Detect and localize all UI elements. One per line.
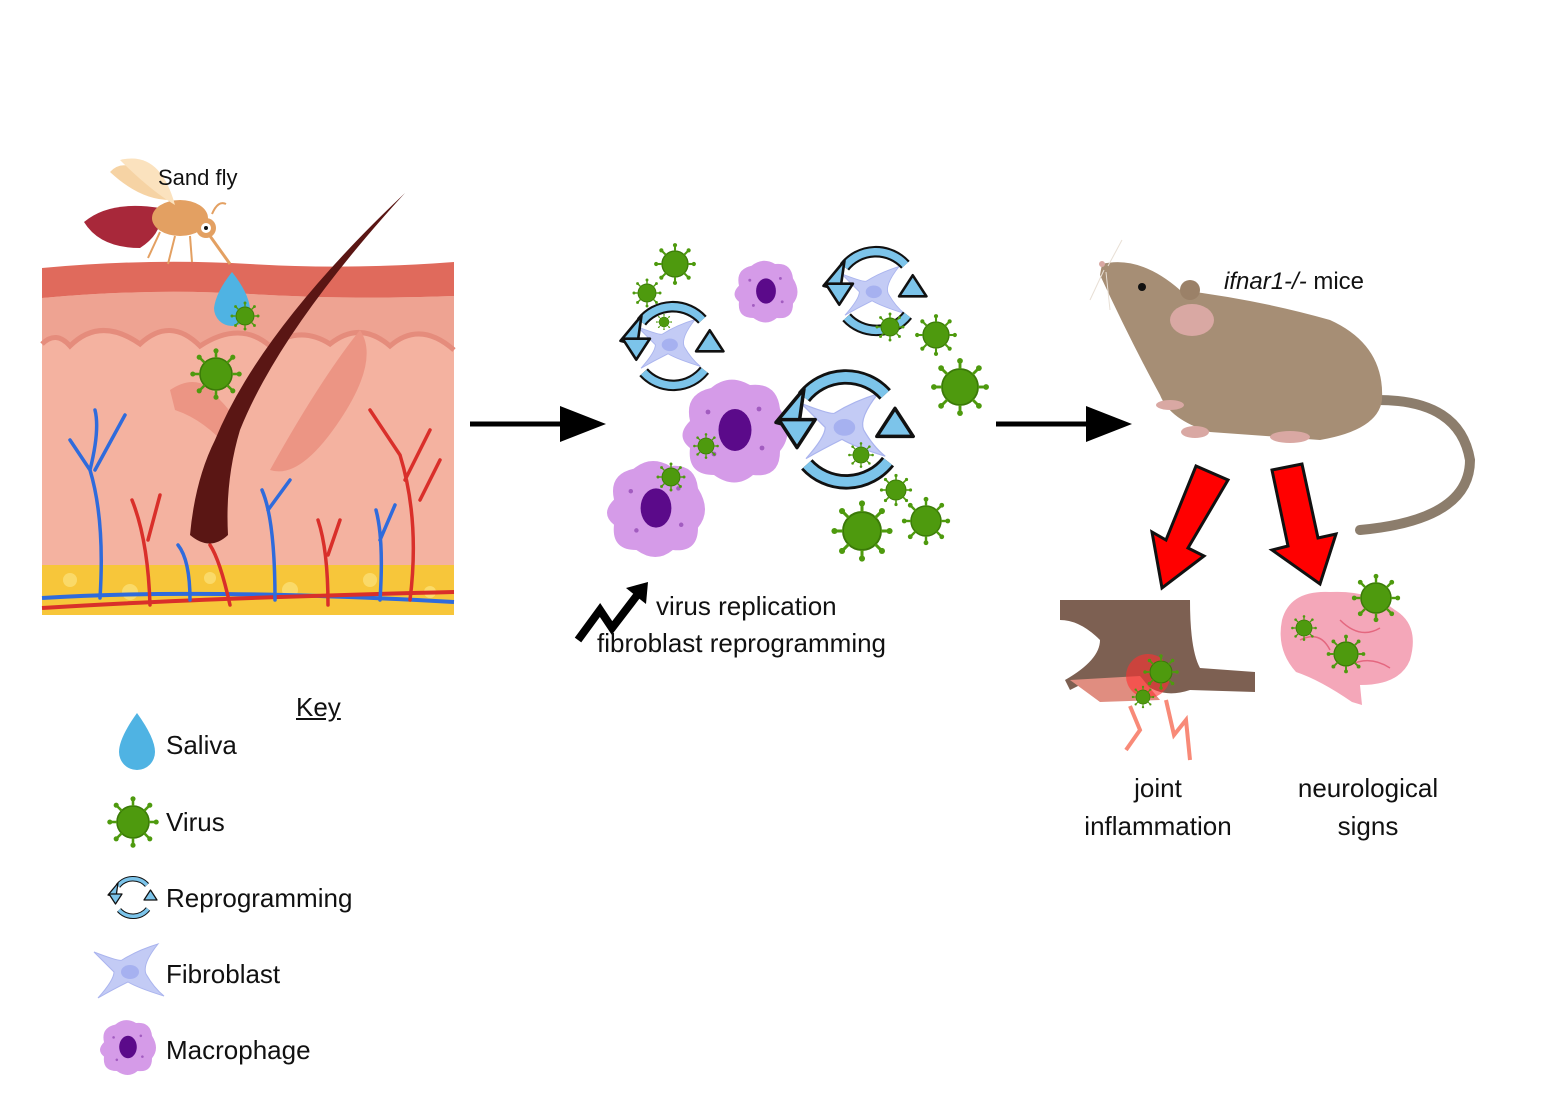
key-virus-icon: [105, 794, 161, 850]
red-arrow-joint: [1149, 464, 1231, 591]
outcome-joint-line2: inflammation: [1084, 811, 1232, 841]
key-macrophage-icon: [100, 1020, 156, 1075]
effect-virus-replication: virus replication: [656, 591, 837, 621]
mouse-model-label: ifnar1-/- mice: [1224, 270, 1364, 294]
mouse-word: mice: [1306, 268, 1365, 295]
outcome-neuro-line1: neurological: [1297, 773, 1439, 803]
joint-inflammation-icon: [1060, 600, 1255, 761]
increase-trend-icon: [574, 582, 648, 643]
key-item-virus: Virus: [166, 807, 225, 837]
key-item-macrophage: Macrophage: [166, 1035, 311, 1065]
infected-cells-cluster: [607, 242, 991, 564]
arrow-skin-to-cells: [470, 406, 606, 442]
key-fibroblast-icon: [93, 943, 165, 999]
outcome-neuro-line2: signs: [1337, 811, 1399, 841]
key-saliva-drop-icon: [119, 713, 155, 770]
effect-fibroblast-reprogramming: fibroblast reprogramming: [597, 628, 887, 658]
key-reprogramming-icon: [108, 879, 157, 916]
key-item-reprogramming: Reprogramming: [166, 883, 353, 913]
outcome-joint-line1: joint: [1134, 773, 1182, 803]
sand-fly-icon: [84, 158, 232, 265]
brain-icon: [1280, 572, 1413, 705]
arrow-cells-to-mouse: [996, 406, 1132, 442]
skin-cross-section: [40, 193, 456, 615]
mouse-genotype: ifnar1-/-: [1224, 268, 1307, 295]
sand-fly-label: Sand fly: [158, 165, 238, 190]
red-arrow-brain: [1268, 462, 1339, 587]
key-item-fibroblast: Fibroblast: [166, 959, 281, 989]
key-item-saliva: Saliva: [166, 730, 237, 760]
key-title: Key: [296, 692, 341, 722]
mouse-illustration: [1089, 239, 1476, 535]
